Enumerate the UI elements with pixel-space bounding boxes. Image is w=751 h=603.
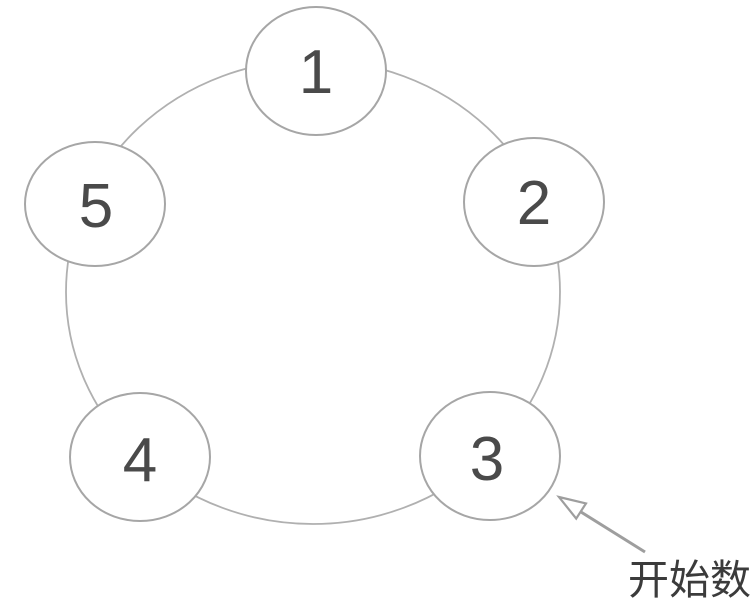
- node-2: 2: [463, 137, 605, 267]
- node-5-circle: [24, 141, 166, 267]
- node-3: 3: [419, 391, 561, 521]
- node-5: 5: [24, 141, 166, 267]
- node-1: 1: [245, 6, 387, 136]
- node-3-label: 3: [470, 425, 504, 494]
- start-pointer-arrow: [556, 495, 646, 554]
- node-4-circle: [69, 392, 211, 522]
- node-1-label: 1: [299, 38, 333, 107]
- node-2-label: 2: [517, 169, 551, 238]
- node-4: 4: [69, 392, 211, 522]
- arrow-head-icon: [556, 495, 588, 521]
- start-counting-label: 开始数: [628, 557, 751, 603]
- node-3-circle: [419, 391, 561, 521]
- node-1-circle: [245, 6, 387, 136]
- node-2-circle: [463, 137, 605, 267]
- arrow-shaft: [580, 510, 646, 554]
- node-5-label: 5: [79, 172, 113, 241]
- node-4-label: 4: [123, 426, 157, 495]
